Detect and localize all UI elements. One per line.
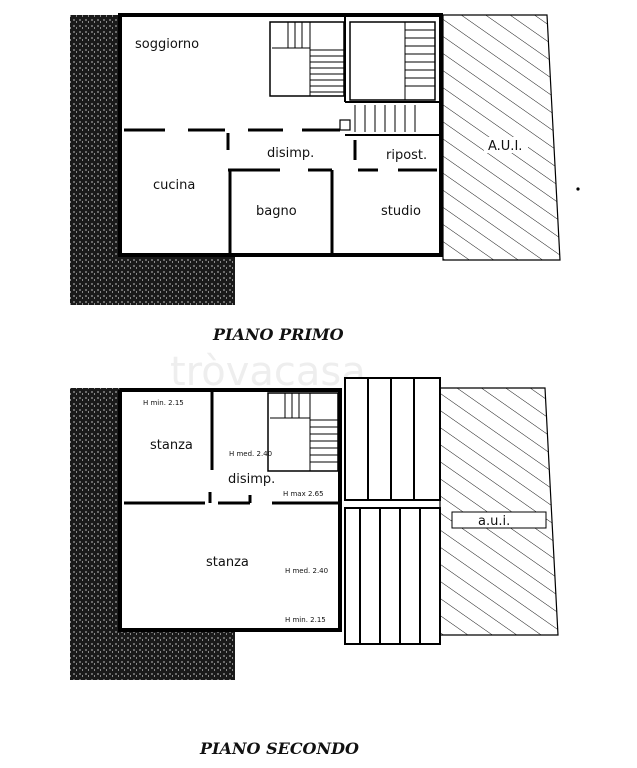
room-label-studio: studio bbox=[381, 204, 421, 219]
room-label-stanza-top: stanza bbox=[150, 438, 193, 453]
plan-second-floor: a.u.i. bbox=[70, 377, 559, 758]
aui-label-bg bbox=[484, 137, 528, 153]
height-min-top: H min. 2.15 bbox=[143, 399, 184, 407]
plan-title-secondo: PIANO SECONDO bbox=[199, 739, 359, 758]
room-label-soggiorno: soggiorno bbox=[135, 37, 199, 52]
plan-first-floor: A.U.I. bbox=[70, 13, 580, 344]
room-label-disimp: disimp. bbox=[267, 146, 314, 161]
room-label-stanza-bottom: stanza bbox=[206, 555, 249, 570]
aui-label-box bbox=[451, 511, 547, 529]
height-med-bottom: H med. 2.40 bbox=[285, 567, 328, 575]
outer-wall bbox=[118, 388, 342, 632]
deck-planks bbox=[344, 377, 441, 645]
stray-mark bbox=[576, 187, 580, 191]
plan-title-primo: PIANO PRIMO bbox=[212, 325, 344, 344]
staircase-1 bbox=[269, 21, 345, 97]
watermark-text: tròvacasa bbox=[170, 349, 366, 395]
aui-label: a.u.i. bbox=[478, 514, 510, 529]
height-max: H max 2.65 bbox=[283, 490, 324, 498]
aui-label: A.U.I. bbox=[488, 139, 522, 154]
room-label-bagno: bagno bbox=[256, 204, 297, 219]
height-med-top: H med. 2.40 bbox=[229, 450, 272, 458]
room-label-cucina: cucina bbox=[153, 178, 195, 193]
room-label-ripost: ripost. bbox=[386, 148, 427, 163]
masonry-bottom bbox=[70, 257, 235, 305]
room-label-disimp: disimp. bbox=[228, 472, 275, 487]
staircase bbox=[267, 392, 339, 472]
masonry-left bbox=[70, 15, 120, 305]
partition-walls bbox=[124, 128, 437, 255]
height-min-bottom: H min. 2.15 bbox=[285, 616, 326, 624]
column bbox=[339, 119, 351, 131]
partition-walls bbox=[124, 392, 338, 505]
staircase-2 bbox=[349, 21, 436, 132]
masonry-bottom bbox=[70, 628, 235, 680]
